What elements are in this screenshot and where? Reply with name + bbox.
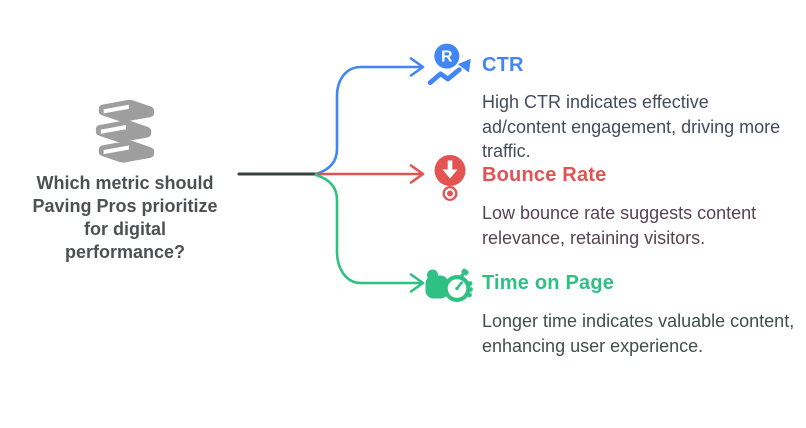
- root-question-line: Paving Pros prioritize: [32, 196, 218, 216]
- branch-title-bounce-rate: Bounce Rate: [482, 164, 607, 186]
- svg-text:R: R: [441, 48, 452, 65]
- stacked-pavers-icon: [95, 99, 155, 163]
- bounce-arrow-target-icon: [434, 155, 466, 201]
- connector-ctr: [314, 57, 425, 176]
- branch-title-ctr: CTR: [482, 54, 524, 76]
- connector-bounce-rate: [314, 164, 425, 184]
- root-question-line: performance?: [64, 242, 186, 262]
- branch-description-ctr: High CTR indicates effective ad/content …: [482, 92, 781, 161]
- connector-time-on-page: [314, 173, 425, 293]
- root-question: Which metric should Paving Pros prioriti…: [14, 172, 236, 264]
- root-question-line: Which metric should: [36, 173, 214, 193]
- root-question-line: for digital: [84, 219, 166, 239]
- rank-trend-up-icon: R: [427, 43, 471, 88]
- branch-title-time-on-page: Time on Page: [482, 272, 615, 294]
- hand-stopwatch-icon: [425, 268, 473, 302]
- branch-description-time-on-page: Longer time indicates valuable content, …: [482, 311, 795, 356]
- branch-description-bounce-rate: Low bounce rate suggests content relevan…: [482, 203, 757, 248]
